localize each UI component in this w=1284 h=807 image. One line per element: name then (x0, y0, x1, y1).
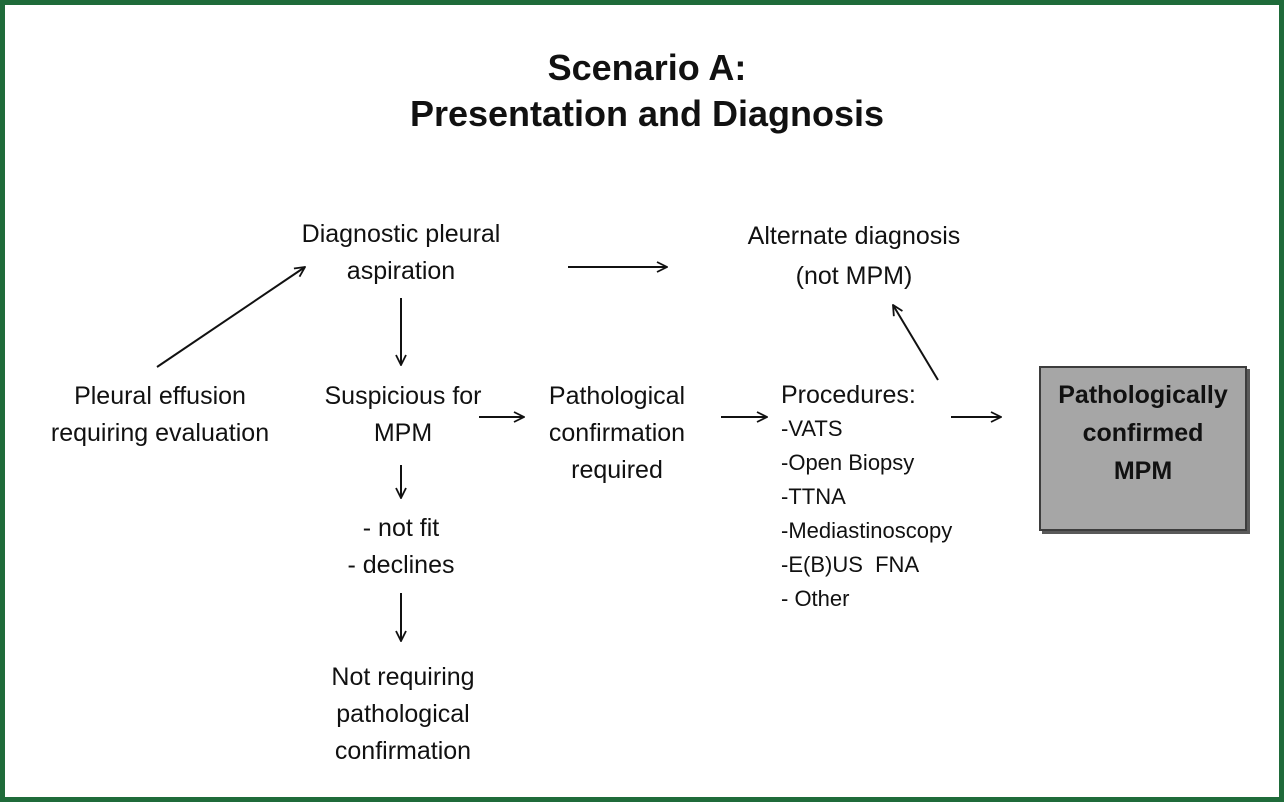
title-line-2: Presentation and Diagnosis (409, 93, 885, 134)
procedure-item: -Open Biopsy (781, 450, 915, 475)
node-not-requiring-line-1: Not requiring (331, 663, 475, 691)
node-diagnostic-aspiration-line-1: Diagnostic pleural (301, 220, 501, 248)
diagram-title: Scenario A: Presentation and Diagnosis (5, 45, 1284, 137)
node-diagnostic-aspiration-line-2: aspiration (346, 257, 456, 285)
node-not-requiring-line-2: pathological (336, 700, 470, 728)
procedure-item: -Mediastinoscopy (781, 518, 953, 543)
arrow-procedures-to-alternate (893, 305, 939, 381)
arrow-effusion-to-aspiration (156, 267, 305, 368)
node-alternate-diagnosis-line-1: Alternate diagnosis (747, 222, 961, 250)
node-confirmed-line-2: confirmed (1082, 419, 1204, 447)
node-diagnostic-aspiration: Diagnostic pleural aspiration (267, 216, 535, 290)
node-not-requiring-line-3: confirmation (334, 737, 472, 765)
node-confirmed-line-3: MPM (1113, 457, 1173, 485)
node-suspicious-line-1: Suspicious for (324, 382, 482, 410)
procedure-item: -E(B)US FNA (781, 552, 920, 577)
node-pathologically-confirmed-mpm: Pathologically confirmed MPM (1039, 366, 1247, 531)
node-pathological-line-3: required (571, 456, 663, 484)
node-not-requiring-confirmation: Not requiring pathological confirmation (293, 659, 513, 770)
title-line-1: Scenario A: (547, 47, 747, 88)
node-suspicious-mpm: Suspicious for MPM (305, 378, 501, 452)
node-confirmed-line-1: Pathologically (1058, 381, 1228, 409)
node-alternate-diagnosis-line-2: (not MPM) (795, 262, 913, 290)
node-alternate-diagnosis: Alternate diagnosis (not MPM) (719, 216, 989, 296)
node-not-fit-line-1: - not fit (362, 514, 440, 542)
procedure-item: -TTNA (781, 484, 846, 509)
node-pathological-line-1: Pathological (548, 382, 686, 410)
node-procedures: Procedures: -VATS -Open Biopsy -TTNA -Me… (781, 378, 952, 616)
procedure-item: -VATS (781, 416, 843, 441)
node-suspicious-line-2: MPM (373, 419, 433, 447)
node-pathological-line-2: confirmation (548, 419, 686, 447)
node-pathological-confirmation-required: Pathological confirmation required (527, 378, 707, 489)
node-pleural-effusion-line-2: requiring evaluation (50, 419, 270, 447)
procedures-header: Procedures: (781, 381, 916, 409)
node-pleural-effusion-line-1: Pleural effusion (74, 382, 246, 410)
procedure-item: - Other (781, 586, 850, 611)
flow-arrows (156, 5, 1284, 807)
node-not-fit-line-2: - declines (347, 551, 455, 579)
node-pleural-effusion: Pleural effusion requiring evaluation (25, 378, 295, 452)
node-not-fit-declines: - not fit - declines (311, 510, 491, 584)
